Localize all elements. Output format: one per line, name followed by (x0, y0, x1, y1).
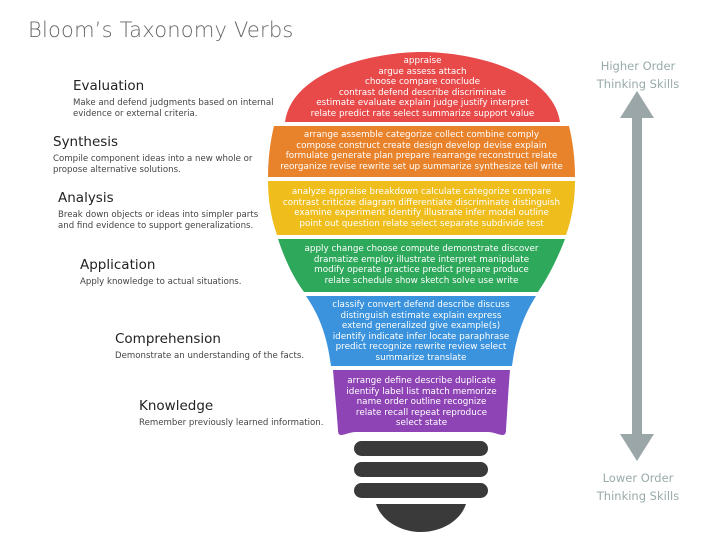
band-application (278, 239, 565, 292)
level-desc: Break down objects or ideas into simpler… (58, 210, 259, 231)
level-name: Analysis (58, 190, 114, 206)
level-evaluation: Evaluation Make and defend judgments bas… (73, 78, 283, 120)
level-desc: Apply knowledge to actual situations. (80, 277, 242, 287)
arrow-head-up (620, 91, 654, 118)
verbs-analysis: analyze appraise breakdown calculate cat… (282, 187, 561, 229)
level-desc: Remember previously learned information. (139, 418, 324, 428)
level-desc: Compile component ideas into a new whole… (53, 154, 253, 175)
level-synthesis: Synthesis Compile component ideas into a… (53, 134, 275, 176)
higher-order-label: Higher Order Thinking Skills (583, 57, 693, 93)
level-name: Comprehension (115, 331, 221, 347)
arrow-shaft (632, 112, 642, 439)
level-name: Application (80, 257, 156, 273)
level-application: Application Apply knowledge to actual si… (80, 257, 280, 288)
lower-order-label: Lower Order Thinking Skills (583, 469, 693, 505)
band-analysis (268, 181, 575, 235)
verbs-comprehension: classify convert defend describe discuss… (332, 300, 510, 363)
bulb-base-tip (376, 504, 466, 532)
bulb-base-ring-2 (354, 462, 488, 477)
level-name: Knowledge (139, 398, 214, 414)
lower-line-2: Thinking Skills (596, 489, 680, 503)
level-comprehension: Comprehension Demonstrate an understandi… (115, 331, 315, 362)
verbs-knowledge: arrange define describe duplicate identi… (346, 376, 497, 428)
level-name: Synthesis (53, 134, 119, 150)
bulb-base-ring-1 (354, 441, 488, 456)
level-desc: Make and defend judgments based on inter… (73, 98, 274, 119)
level-name: Evaluation (73, 78, 145, 94)
higher-line-2: Thinking Skills (596, 77, 680, 91)
lower-line-1: Lower Order (602, 471, 674, 485)
page-title: Bloom’s Taxonomy Verbs (28, 18, 294, 42)
bulb-base-ring-3 (354, 483, 488, 498)
arrow-head-down (620, 434, 654, 461)
band-synthesis (268, 126, 575, 177)
verbs-evaluation: appraise argue assess attach choose comp… (310, 56, 535, 119)
level-analysis: Analysis Break down objects or ideas int… (58, 190, 270, 232)
level-knowledge: Knowledge Remember previously learned in… (139, 398, 339, 429)
band-knowledge (333, 370, 510, 436)
band-evaluation (285, 52, 560, 122)
verbs-synthesis: arrange assemble categorize collect comb… (280, 130, 563, 172)
band-comprehension (306, 296, 536, 366)
verbs-application: apply change choose compute demonstrate … (304, 244, 539, 286)
level-desc: Demonstrate an understanding of the fact… (115, 351, 305, 361)
higher-line-1: Higher Order (600, 59, 676, 73)
